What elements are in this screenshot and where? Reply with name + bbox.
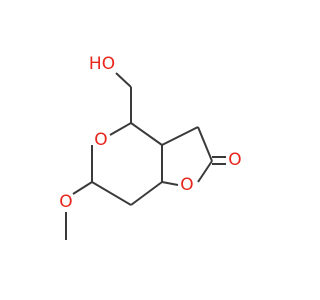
bond-c2-olactone	[197, 160, 213, 183]
atom-label-layer: HO O O O O	[59, 54, 241, 212]
bond-c7-c7a	[130, 181, 163, 206]
bond-c3a-c4	[130, 122, 163, 146]
bond-c6-c7	[91, 181, 132, 206]
atom-label-o-methoxy: O	[59, 192, 72, 212]
bond-c3a-c3	[161, 126, 199, 146]
bond-olactone-c7a	[161, 181, 179, 186]
atom-label-o-carbonyl: O	[228, 150, 241, 170]
atom-label-ho: HO	[89, 54, 115, 74]
molecule-drawing: HO O O O O	[59, 54, 242, 240]
bond-layer	[65, 72, 226, 240]
bond-o-ch2	[115, 72, 132, 88]
bond-c6-omethoxy	[72, 181, 93, 195]
atom-label-o-ring: O	[94, 130, 107, 150]
bond-c4-oring	[109, 122, 132, 136]
atom-label-o-lactone: O	[180, 175, 193, 195]
bond-c3-c2	[197, 126, 213, 162]
